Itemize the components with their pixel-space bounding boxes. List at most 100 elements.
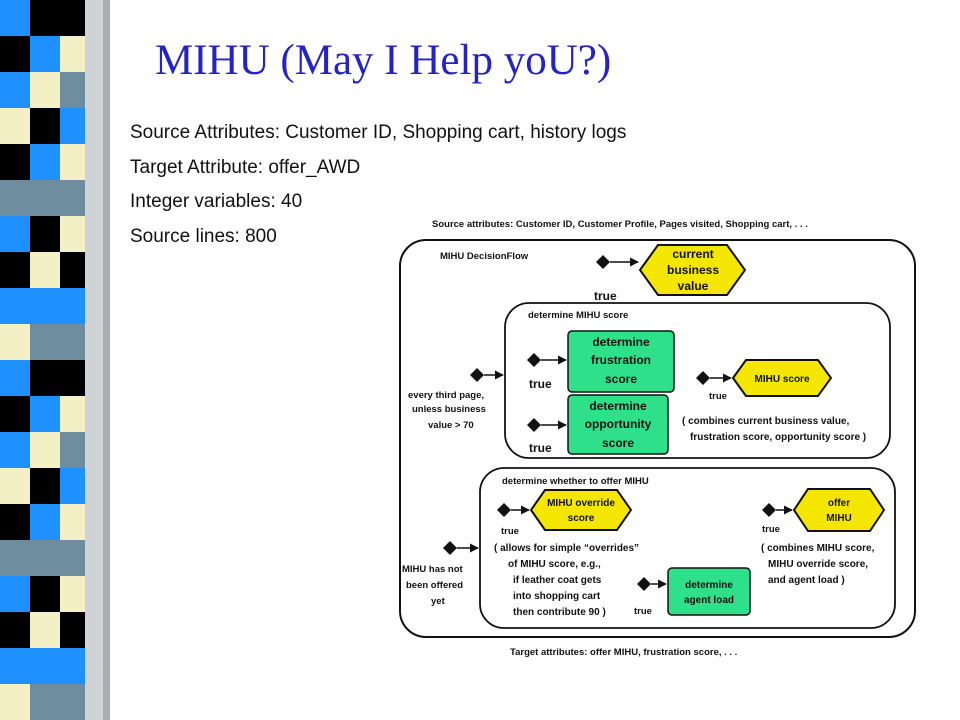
mihu-override-score-node: true MIHU override score ( allows for si… (494, 489, 639, 618)
mihu-not-offered-condition: MIHU has not been offered yet (402, 541, 479, 607)
stripe-block (60, 0, 85, 36)
override-score-line-2: score (568, 513, 595, 524)
target-attributes-caption: Target attributes: offer MIHU, frustrati… (510, 647, 737, 658)
stripe-block (60, 648, 85, 684)
stripe-block (30, 396, 60, 432)
current-business-value-node: true current business value (594, 244, 747, 303)
stripe-block (0, 0, 30, 36)
current-business-value-line-1: current (672, 247, 713, 261)
stripe-block (30, 648, 60, 684)
stripe-block (0, 648, 30, 684)
mihu-decisionflow-diagram: Source attributes: Customer ID, Customer… (399, 219, 916, 658)
stripe-block (0, 252, 30, 288)
left-decorative-stripe (0, 0, 110, 720)
offer-mihu-line-1: offer (828, 498, 850, 509)
override-note-line-3: if leather coat gets (513, 575, 602, 586)
stripe-block (0, 288, 30, 324)
override-score-line-1: MIHU override (547, 498, 615, 509)
determine-frustration-score-node: true determine frustration score (527, 330, 675, 393)
true-label: true (501, 526, 519, 537)
determine-offer-frame (479, 467, 896, 629)
bullet-source-attributes: Source Attributes: Customer ID, Shopping… (130, 122, 627, 143)
mihu-score-note-line-1: ( combines current business value, (682, 416, 849, 427)
every-third-page-line-3: value > 70 (428, 420, 474, 431)
opportunity-score-line-1: determine (589, 399, 647, 413)
stripe-block (60, 288, 85, 324)
stripe-block (30, 72, 60, 108)
stripe-block (0, 360, 30, 396)
decisionflow-frame (399, 239, 916, 638)
stripe-block (60, 432, 85, 468)
stripe-block (30, 252, 60, 288)
stripe-block (60, 540, 85, 576)
goal-hexagon-icon (638, 244, 747, 296)
stripe-block (60, 108, 85, 144)
current-business-value-line-3: value (678, 279, 709, 293)
mihu-not-offered-line-2: been offered (406, 580, 463, 591)
stripe-block (0, 72, 30, 108)
goal-hexagon-icon (529, 489, 633, 531)
every-third-page-line-1: every third page, (408, 390, 484, 401)
stripe-block (30, 108, 60, 144)
bullet-source-lines: Source lines: 800 (130, 226, 277, 247)
stripe-block (60, 576, 85, 612)
module-box (567, 330, 675, 393)
frustration-score-line-2: frustration (591, 353, 651, 367)
stripe-block (30, 468, 60, 504)
stripe-block (60, 36, 85, 72)
trigger-diamond-icon (637, 577, 651, 591)
stripe-block (60, 684, 85, 720)
stripe-block (0, 324, 30, 360)
trigger-diamond-icon (527, 418, 541, 432)
offer-note-line-2: MIHU override score, (768, 559, 868, 570)
mihu-not-offered-line-3: yet (431, 596, 446, 607)
stripe-block (0, 540, 30, 576)
stripe-block (60, 504, 85, 540)
stripe-block (30, 540, 60, 576)
mihu-score-label: MIHU score (754, 374, 809, 385)
stripe-block (0, 504, 30, 540)
stripe-block (0, 468, 30, 504)
current-business-value-line-2: business (667, 263, 719, 277)
true-label: true (594, 289, 617, 303)
stripe-block (30, 288, 60, 324)
mihu-score-note-line-2: frustration score, opportunity score ) (690, 432, 866, 443)
stripe-block (0, 396, 30, 432)
every-third-page-condition: every third page, unless business value … (408, 368, 504, 431)
determine-opportunity-score-node: true determine opportunity score (527, 394, 669, 455)
stripe-block (0, 432, 30, 468)
override-note-line-4: into shopping cart (513, 591, 601, 602)
source-attributes-caption: Source attributes: Customer ID, Customer… (432, 219, 808, 230)
stripe-block (30, 36, 60, 72)
trigger-diamond-icon (696, 371, 710, 385)
override-note-line-5: then contribute 90 ) (513, 607, 606, 618)
frustration-score-line-3: score (605, 372, 637, 386)
stripe-block (30, 180, 60, 216)
stripe-block (30, 0, 60, 36)
stripe-block (30, 432, 60, 468)
determine-mihu-score-title: determine MIHU score (528, 310, 628, 321)
stripe-block (30, 612, 60, 648)
trigger-diamond-icon (443, 541, 457, 555)
override-note-line-1: ( allows for simple “overrides” (494, 543, 639, 554)
stripe-block (30, 684, 60, 720)
stripe-block (60, 612, 85, 648)
stripe-block (30, 504, 60, 540)
trigger-diamond-icon (470, 368, 484, 382)
offer-mihu-line-2: MIHU (826, 513, 852, 524)
offer-note-line-3: and agent load ) (768, 575, 845, 586)
stripe-block (60, 252, 85, 288)
stripe-block (60, 360, 85, 396)
true-label: true (634, 606, 652, 617)
bullet-integer-variables: Integer variables: 40 (130, 191, 303, 212)
stripe-block (60, 396, 85, 432)
bullet-target-attribute: Target Attribute: offer_AWD (130, 157, 361, 178)
every-third-page-line-2: unless business (412, 404, 486, 415)
stripe-block (30, 216, 60, 252)
stripe-block (0, 576, 30, 612)
true-label: true (529, 377, 552, 391)
trigger-diamond-icon (527, 353, 541, 367)
stripe-block (60, 144, 85, 180)
stripe-block (30, 360, 60, 396)
offer-note-line-1: ( combines MIHU score, (761, 543, 875, 554)
